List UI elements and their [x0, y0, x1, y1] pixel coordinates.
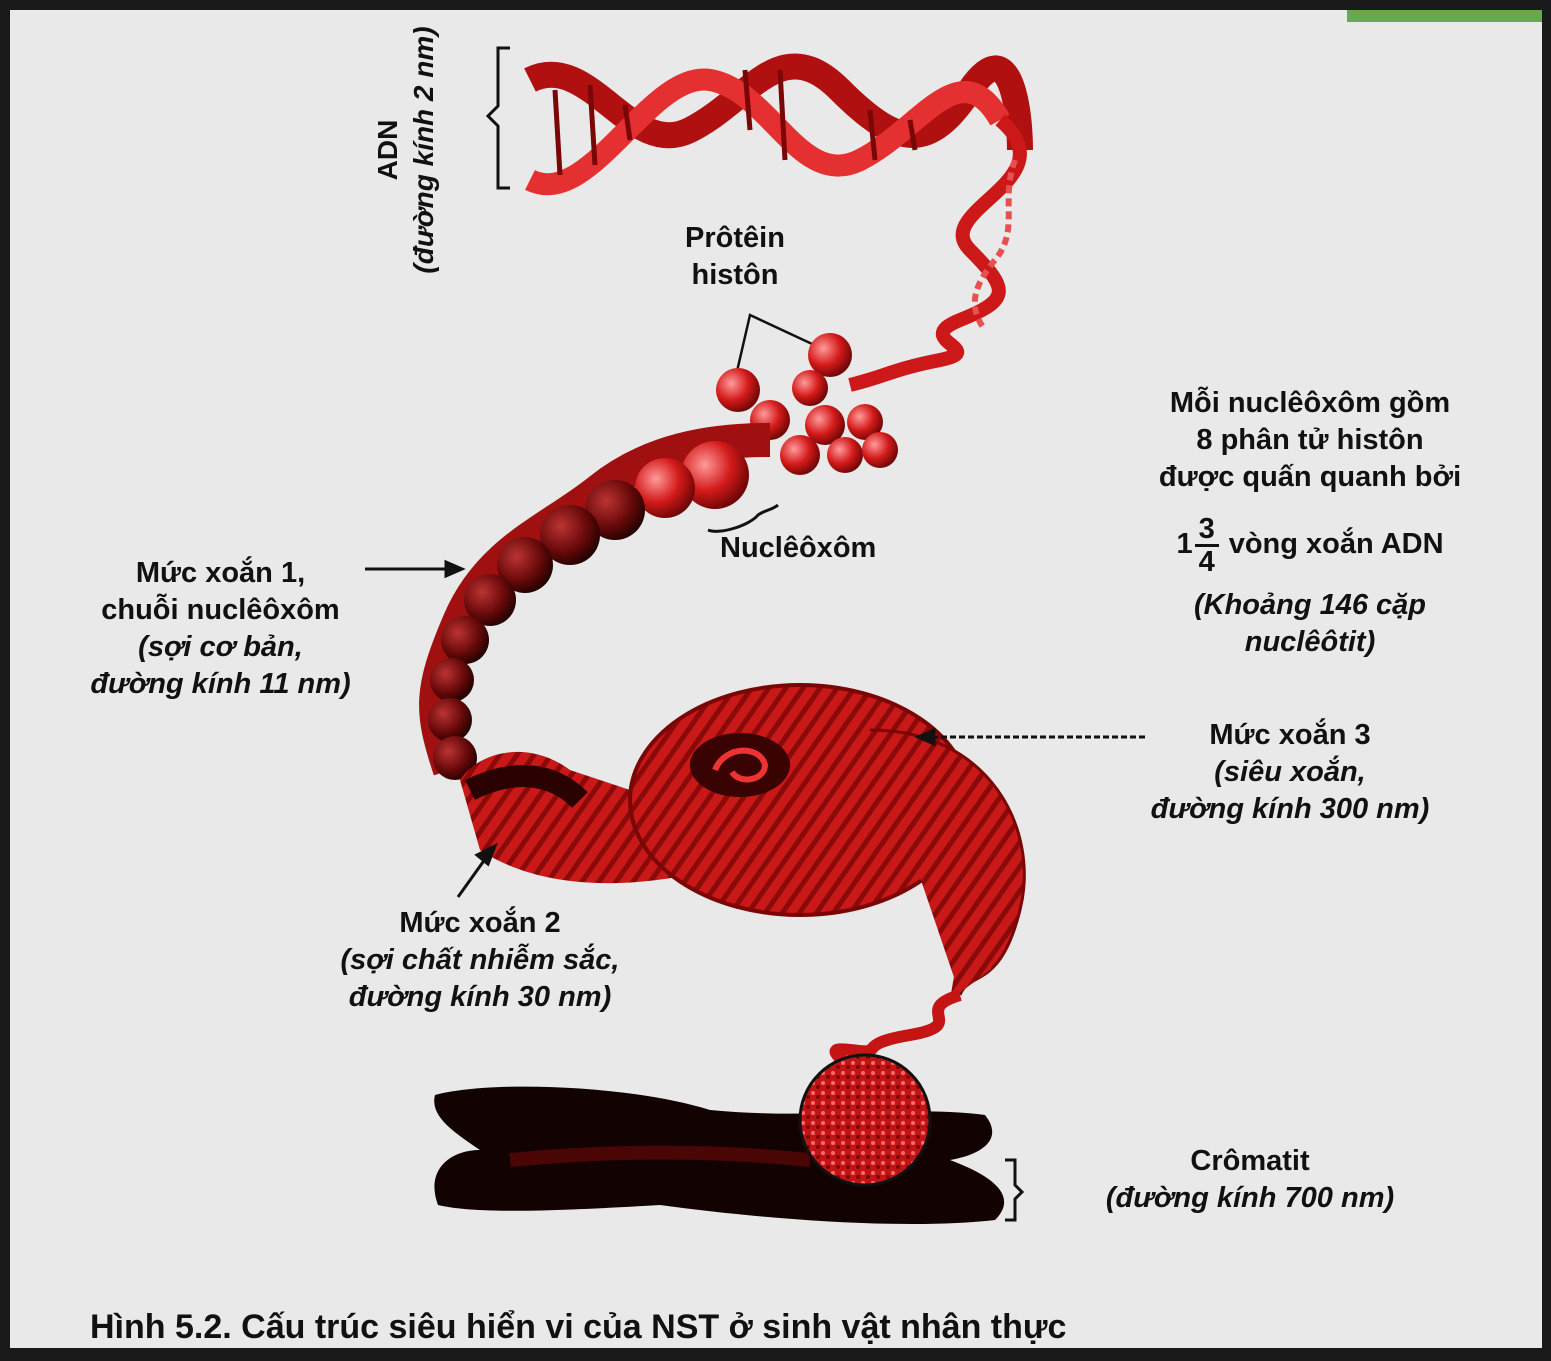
level3-line1: Mức xoắn 3 — [1080, 717, 1500, 754]
level3-line3: đường kính 300 nm) — [1080, 791, 1500, 828]
adn-label: ADN (đường kính 2 nm) — [370, 20, 460, 280]
level2-line1: Mức xoắn 2 — [270, 905, 690, 942]
level2-line2: (sợi chất nhiễm sắc, — [270, 942, 690, 979]
figure-page: ADN (đường kính 2 nm) Prôtêin histôn Nuc… — [10, 10, 1542, 1348]
note-line1: Mỗi nuclêôxôm gồm — [1095, 385, 1525, 422]
note-line4-text: vòng xoắn ADN — [1229, 528, 1444, 560]
level1-line4: đường kính 11 nm) — [28, 666, 413, 703]
nucleosome-note: Mỗi nuclêôxôm gồm 8 phân tử histôn được … — [1095, 385, 1525, 661]
note-line5: (Khoảng 146 cặp — [1095, 587, 1525, 624]
fraction-numerator: 3 — [1195, 514, 1219, 547]
level3-label: Mức xoắn 3 (siêu xoắn, đường kính 300 nm… — [1080, 717, 1500, 828]
level3-line2: (siêu xoắn, — [1080, 754, 1500, 791]
note-line6: nuclêôtit) — [1095, 624, 1525, 661]
chromatid-label: Crômatit (đường kính 700 nm) — [1040, 1143, 1460, 1217]
chromatid-line1: Crômatit — [1040, 1143, 1460, 1180]
level1-line3: (sợi cơ bản, — [28, 629, 413, 666]
adn-subtitle: (đường kính 2 nm) — [406, 20, 442, 280]
note-line3: được quấn quanh bởi — [1095, 459, 1525, 496]
note-line2: 8 phân tử histôn — [1095, 422, 1525, 459]
level1-line2: chuỗi nuclêôxôm — [28, 592, 413, 629]
protein-label-line1: Prôtêin — [650, 220, 820, 257]
chromatid — [434, 1055, 1004, 1224]
level2-line3: đường kính 30 nm) — [270, 979, 690, 1016]
nucleosome-bracket — [708, 505, 778, 531]
chromatid-bracket — [1005, 1160, 1022, 1220]
level1-line1: Mức xoắn 1, — [28, 555, 413, 592]
fraction-whole: 1 — [1176, 528, 1192, 560]
level2-label: Mức xoắn 2 (sợi chất nhiễm sắc, đường kí… — [270, 905, 690, 1016]
adn-title: ADN — [370, 20, 406, 280]
fraction-denominator: 4 — [1195, 547, 1219, 577]
figure-caption: Hình 5.2. Cấu trúc siêu hiển vi của NST … — [90, 1308, 1066, 1347]
protein-label: Prôtêin histôn — [650, 220, 820, 294]
adn-bracket — [488, 48, 510, 188]
level1-label: Mức xoắn 1, chuỗi nuclêôxôm (sợi cơ bản,… — [28, 555, 413, 703]
protein-label-line2: histôn — [650, 257, 820, 294]
chromatid-line2: (đường kính 700 nm) — [1040, 1180, 1460, 1217]
nucleosome-label: Nuclêôxôm — [720, 530, 876, 567]
